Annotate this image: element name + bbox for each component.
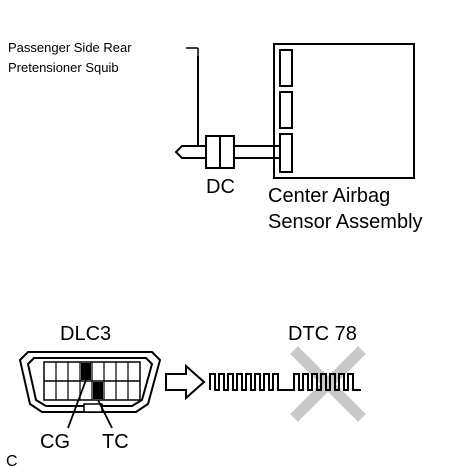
- squib-label-line2: Pretensioner Squib: [8, 60, 119, 75]
- dc-connector-left: [205, 135, 221, 169]
- sensor-assembly: [273, 43, 415, 179]
- sensor-connector-slot-1: [279, 49, 293, 87]
- dc-connector-right: [219, 135, 235, 169]
- tc-terminal: [93, 382, 103, 399]
- cg-label: CG: [40, 431, 70, 453]
- sensor-label-line2: Sensor Assembly: [268, 211, 423, 233]
- dtc-waveform: [209, 373, 361, 391]
- output-arrow: [165, 363, 206, 401]
- dlc3-connector: [18, 351, 162, 413]
- cross-stroke-2: [290, 346, 366, 422]
- cg-leader-line: [67, 379, 87, 429]
- dc-label: DC: [206, 176, 235, 198]
- sensor-label-line1: Center Airbag: [268, 185, 390, 207]
- sensor-connector-slot-2: [279, 91, 293, 129]
- dlc3-pin-dividers: [55, 362, 129, 400]
- tc-label: TC: [102, 431, 129, 453]
- squib-harness: [174, 56, 280, 169]
- dlc-label: DLC3: [60, 323, 111, 345]
- sensor-connector-slot-3: [279, 133, 293, 173]
- tc-leader-line: [97, 399, 113, 429]
- dlc3-outer-shell: [18, 351, 162, 413]
- dlc3-inner-shell: [26, 357, 154, 407]
- dtc-cross: [290, 346, 366, 422]
- cg-terminal: [81, 363, 91, 380]
- dlc3-latch: [83, 403, 103, 413]
- figure-code: C: [6, 453, 18, 470]
- squib-label-line1: Passenger Side Rear: [8, 40, 132, 55]
- dtc-label: DTC 78: [288, 323, 357, 345]
- sensor-assembly-body: [273, 43, 415, 179]
- squib-plug: [174, 145, 206, 159]
